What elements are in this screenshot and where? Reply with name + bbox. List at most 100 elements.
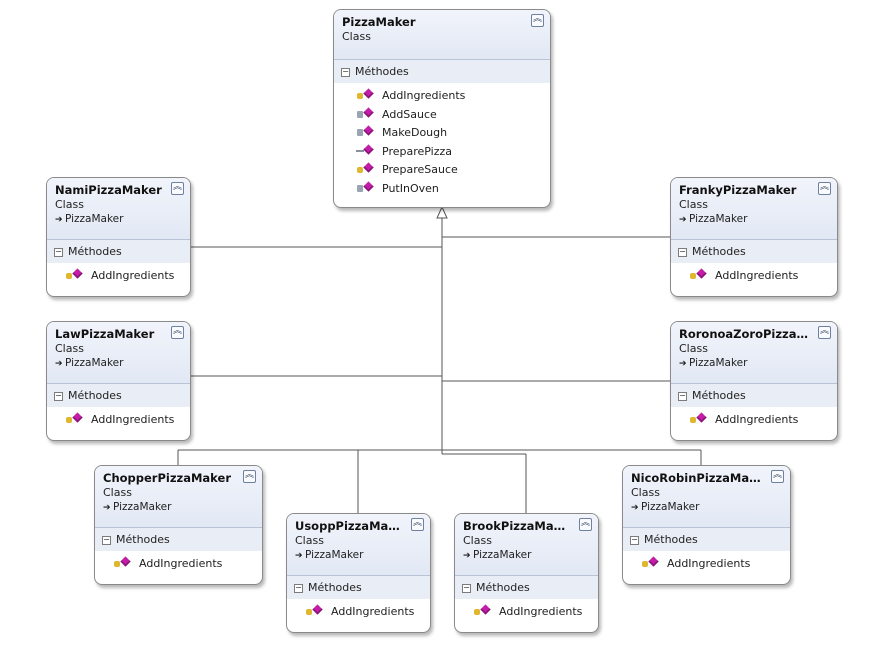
minus-toggle-icon[interactable]: − [678,391,687,401]
class-box-usopppizzamaker[interactable]: UsoppPizzaMaker Class ➔PizzaMaker ︽ −Mét… [286,513,431,633]
method-item[interactable]: AddIngredients [455,603,598,622]
method-item[interactable]: MakeDough [338,124,550,143]
section-label: Méthodes [355,65,409,78]
protected-method-icon [113,556,131,569]
minus-toggle-icon[interactable]: − [630,535,639,545]
inherits-arrow-icon: ➔ [295,551,303,561]
class-header: LawPizzaMaker Class ➔PizzaMaker ︽ [47,322,190,384]
collapse-icon[interactable]: ︽ [531,14,544,27]
class-header: PizzaMaker Class ︽ [334,10,550,60]
collapse-icon[interactable]: ︽ [818,182,831,195]
minus-toggle-icon[interactable]: − [54,247,63,257]
methods-section-header[interactable]: −Méthodes [47,240,190,264]
method-item[interactable]: AddIngredients [47,267,190,286]
class-name: FrankyPizzaMaker [679,183,797,197]
methods-section-header[interactable]: −Méthodes [334,60,550,84]
inherits-arrow-icon: ➔ [55,359,63,369]
class-kind: Class [295,534,324,547]
class-box-frankypizzamaker[interactable]: FrankyPizzaMaker Class ➔PizzaMaker ︽ −Mé… [670,177,838,297]
protected-method-icon [689,268,707,281]
inheritance-arrowhead [436,205,448,219]
protected-method-icon [641,556,659,569]
base-class-name: PizzaMaker [305,549,364,561]
base-class-ref: ➔PizzaMaker [55,357,182,369]
collapse-icon[interactable]: ︽ [171,182,184,195]
class-name: ChopperPizzaMaker [103,471,231,485]
inherits-arrow-icon: ➔ [679,359,687,369]
class-box-namipizzamaker[interactable]: NamiPizzaMaker Class ➔PizzaMaker ︽ −Méth… [46,177,191,297]
class-header: NicoRobinPizzaMaker Class ➔PizzaMaker ︽ [623,466,790,528]
section-label: Méthodes [644,533,698,546]
method-item[interactable]: AddSauce [338,106,550,125]
class-box-lawpizzamaker[interactable]: LawPizzaMaker Class ➔PizzaMaker ︽ −Métho… [46,321,191,441]
methods-section-header[interactable]: −Méthodes [47,384,190,408]
collapse-icon[interactable]: ︽ [579,518,592,531]
collapse-icon[interactable]: ︽ [243,470,256,483]
class-kind: Class [631,486,660,499]
class-kind: Class [55,342,84,355]
method-name: AddSauce [382,107,437,121]
class-box-pizzamaker[interactable]: PizzaMaker Class ︽ −Méthodes AddIngredie… [333,9,551,208]
methods-section-header[interactable]: −Méthodes [671,240,837,264]
minus-toggle-icon[interactable]: − [294,583,303,593]
methods-section-header[interactable]: −Méthodes [287,576,430,600]
minus-toggle-icon[interactable]: − [462,583,471,593]
collapse-icon[interactable]: ︽ [771,470,784,483]
methods-section-header[interactable]: −Méthodes [671,384,837,408]
method-item[interactable]: AddIngredients [95,555,262,574]
protected-method-icon [689,412,707,425]
method-item[interactable]: AddIngredients [623,555,790,574]
base-class-name: PizzaMaker [65,213,124,225]
minus-toggle-icon[interactable]: − [54,391,63,401]
method-item[interactable]: PutInOven [338,180,550,199]
class-box-nicorobinpizzamaker[interactable]: NicoRobinPizzaMaker Class ➔PizzaMaker ︽ … [622,465,791,585]
collapse-icon[interactable]: ︽ [818,326,831,339]
inherits-arrow-icon: ➔ [679,215,687,225]
class-box-brookpizzamaker[interactable]: BrookPizzaMaker Class ➔PizzaMaker ︽ −Mét… [454,513,599,633]
method-item[interactable]: AddIngredients [671,267,837,286]
method-item[interactable]: PrepareSauce [338,161,550,180]
inherits-arrow-icon: ➔ [631,503,639,513]
method-list: AddIngredients [455,600,598,626]
public-method-icon [356,143,374,157]
class-box-chopperpizzamaker[interactable]: ChopperPizzaMaker Class ➔PizzaMaker ︽ −M… [94,465,263,585]
collapse-icon[interactable]: ︽ [411,518,424,531]
class-header: RoronoaZoroPizzaM... Class ➔PizzaMaker ︽ [671,322,837,384]
minus-toggle-icon[interactable]: − [341,67,350,77]
protected-method-icon [473,604,491,617]
base-class-name: PizzaMaker [473,549,532,561]
method-name: PrepareSauce [382,163,458,176]
methods-section-header[interactable]: −Méthodes [455,576,598,600]
method-item[interactable]: PreparePizza [338,143,550,162]
method-item[interactable]: AddIngredients [287,603,430,622]
class-name: PizzaMaker [342,15,416,29]
section-label: Méthodes [692,389,746,402]
protected-method-icon [65,412,83,425]
method-item[interactable]: AddIngredients [671,411,837,430]
minus-toggle-icon[interactable]: − [678,247,687,257]
methods-section-header[interactable]: −Méthodes [623,528,790,552]
class-kind: Class [103,486,132,499]
class-kind: Class [463,534,492,547]
method-list: AddIngredients [47,408,190,434]
class-box-roronoazoropizzamaker[interactable]: RoronoaZoroPizzaM... Class ➔PizzaMaker ︽… [670,321,838,441]
method-list: AddIngredients [47,264,190,290]
method-list: AddIngredients AddSauce MakeDough Prepar… [334,84,550,202]
class-kind: Class [679,198,708,211]
method-list: AddIngredients [623,552,790,578]
base-class-name: PizzaMaker [65,357,124,369]
method-item[interactable]: AddIngredients [338,87,550,106]
method-name: AddIngredients [499,605,583,618]
methods-section-header[interactable]: −Méthodes [95,528,262,552]
section-label: Méthodes [116,533,170,546]
method-item[interactable]: AddIngredients [47,411,190,430]
protected-method-icon [65,268,83,281]
inherits-arrow-icon: ➔ [103,503,111,513]
base-class-ref: ➔PizzaMaker [631,501,782,513]
minus-toggle-icon[interactable]: − [102,535,111,545]
class-name: LawPizzaMaker [55,327,155,341]
collapse-icon[interactable]: ︽ [171,326,184,339]
method-list: AddIngredients [287,600,430,626]
private-method-icon [356,180,374,194]
